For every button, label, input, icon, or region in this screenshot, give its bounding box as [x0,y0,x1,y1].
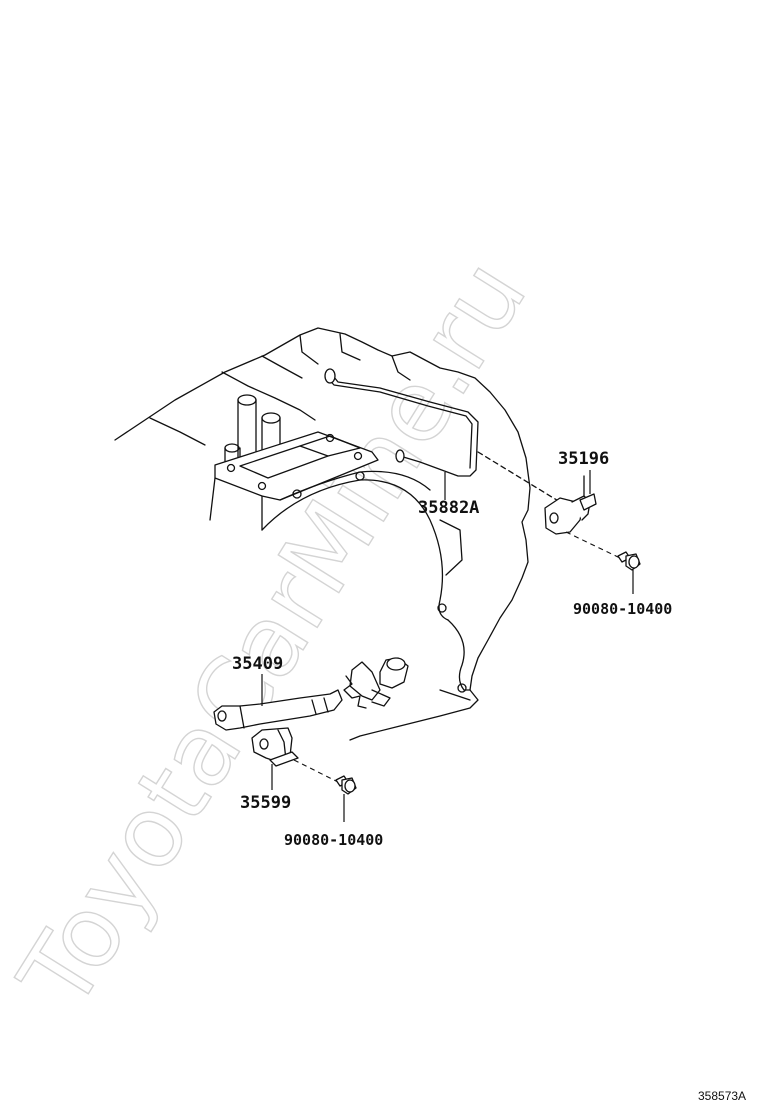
linkage-assembly [343,657,409,709]
transmission-housing [114,327,531,741]
tube-35882a [324,368,479,500]
bracket-35599 [251,727,299,790]
part-label-35599: 35599 [240,793,291,813]
bracket-35196 [477,451,597,535]
bolt-lower [293,759,357,822]
watermark: ToyotaCarMine.ru [0,241,549,1028]
part-label-35196: 35196 [558,449,609,469]
bolt-upper [565,531,641,594]
part-label-35882a: 35882A [418,498,479,518]
lever-35409 [213,674,343,731]
part-label-90080-10400-upper: 90080-10400 [573,600,672,618]
part-label-35409: 35409 [232,654,283,674]
illustration-code: 358573A [698,1089,746,1103]
part-label-90080-10400-lower: 90080-10400 [284,831,383,849]
